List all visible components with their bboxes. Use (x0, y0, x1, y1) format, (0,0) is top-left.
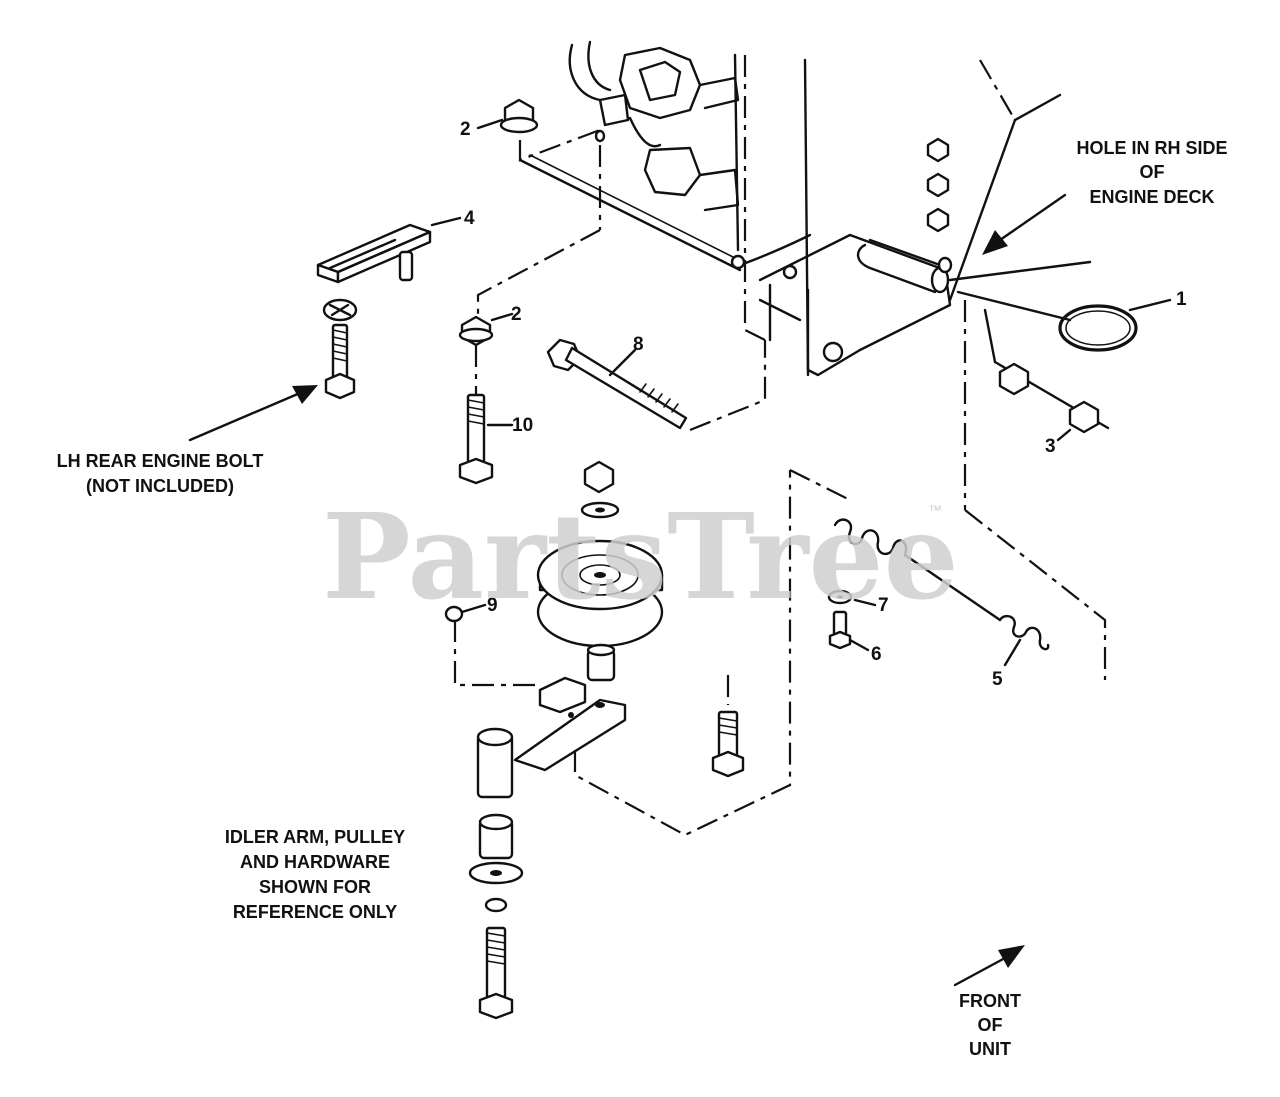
part-2-and-10-bolt: 2 10 (458, 229, 601, 485)
callout-7: 7 (878, 595, 889, 616)
watermark-trademark: ™ (928, 502, 942, 518)
callout-3: 3 (1045, 436, 1056, 457)
callout-10: 10 (512, 415, 533, 436)
callout-1: 1 (1176, 289, 1187, 310)
part-3-nuts: 3 (963, 300, 1110, 680)
part-7-washer-and-6-screw: 7 6 (827, 589, 889, 665)
idler-pulley-assembly (453, 460, 851, 1020)
note-lh-line-2: (NOT INCLUDED) (86, 476, 234, 496)
note-front-line-2: OF (978, 1015, 1003, 1035)
lh-rear-bolt-arrow (188, 385, 318, 442)
callout-2-mid: 2 (511, 304, 522, 325)
note-hole-in-rh-side: HOLE IN RH SIDE OF ENGINE DECK (1076, 138, 1227, 207)
engine-block (518, 40, 812, 377)
note-hole-line-2: OF (1140, 162, 1165, 182)
watermark-text: PartsTree (322, 487, 959, 626)
note-idler-line-2: AND HARDWARE (240, 852, 390, 872)
note-front-line-1: FRONT (959, 991, 1021, 1011)
deck-right-side (926, 59, 1092, 322)
callout-8: 8 (633, 334, 644, 355)
callout-4: 4 (464, 208, 475, 229)
callout-9: 9 (487, 595, 498, 616)
watermark: PartsTree ™ (322, 487, 959, 626)
part-8-long-bolt: 8 (546, 329, 767, 432)
part-4-slotted-bracket: 4 (316, 208, 475, 400)
note-lh-line-1: LH REAR ENGINE BOLT (57, 451, 264, 471)
part-5-spring: 5 (833, 518, 1050, 690)
part-9-nut: 9 (444, 595, 498, 623)
note-hole-line-1: HOLE IN RH SIDE (1076, 138, 1227, 158)
callout-5: 5 (992, 669, 1003, 690)
part-1-ring: 1 (1058, 289, 1187, 352)
note-idler-line-3: SHOWN FOR (259, 877, 371, 897)
hole-rh-arrow (982, 193, 1067, 255)
note-front-line-3: UNIT (969, 1039, 1011, 1059)
part-2-top-nut: 2 (460, 98, 606, 230)
note-front-of-unit: FRONT OF UNIT (959, 991, 1021, 1059)
note-idler-arm: IDLER ARM, PULLEY AND HARDWARE SHOWN FOR… (225, 827, 405, 922)
note-lh-rear-engine-bolt: LH REAR ENGINE BOLT (NOT INCLUDED) (57, 451, 264, 496)
note-hole-line-3: ENGINE DECK (1089, 187, 1214, 207)
callout-6: 6 (871, 644, 882, 665)
note-idler-line-1: IDLER ARM, PULLEY (225, 827, 405, 847)
note-idler-line-4: REFERENCE ONLY (233, 902, 397, 922)
front-of-unit-arrow (953, 945, 1025, 987)
engine-deck-plate (758, 233, 952, 377)
callout-2-top: 2 (460, 119, 471, 140)
